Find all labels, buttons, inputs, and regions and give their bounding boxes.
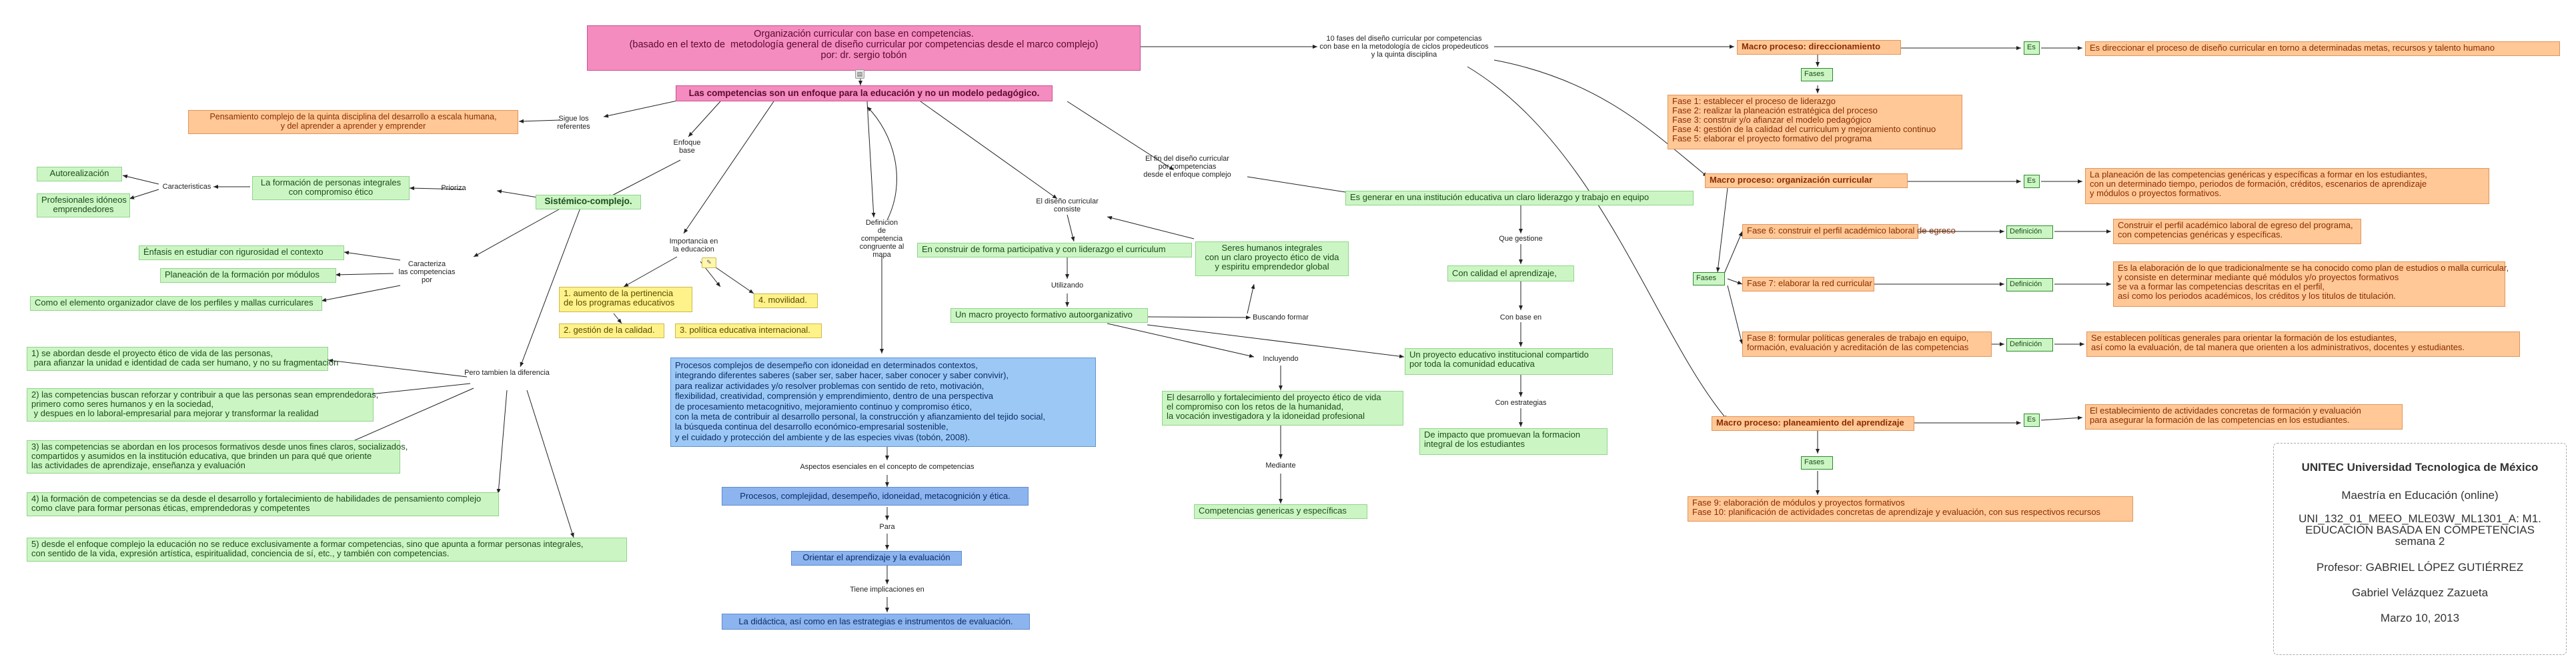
- label-mediante: Mediante: [1265, 462, 1296, 470]
- title-node[interactable]: Organización curricular con base en comp…: [587, 25, 1141, 71]
- es-2-node[interactable]: Es: [2024, 175, 2040, 188]
- fase6-def-node[interactable]: Construir el perfil académico laboral de…: [2113, 219, 2361, 244]
- fases-3-node[interactable]: Fases: [1801, 456, 1833, 470]
- enfasis-node[interactable]: Énfasis en estudiar con rigurosidad el c…: [139, 245, 344, 260]
- generar-node[interactable]: Es generar en una institución educativa …: [1345, 191, 1694, 205]
- label-fases-top: 10 fases del diseño curricular por compe…: [1319, 35, 1489, 59]
- label-prioriza: Prioriza: [441, 184, 466, 192]
- fase8-def-node[interactable]: Se establecen políticas generales para o…: [2086, 332, 2520, 357]
- autorealizacion-node[interactable]: Autorealización: [37, 167, 122, 181]
- importancia-3-node[interactable]: 3. política educativa internacional.: [675, 323, 822, 338]
- proyecto-institucional-node[interactable]: Un proyecto educativo institucional comp…: [1405, 348, 1613, 375]
- importancia-1-node[interactable]: 1. aumento de la pertinencia de los prog…: [559, 287, 692, 312]
- diff5-node[interactable]: 5) desde el enfoque complejo la educació…: [27, 538, 627, 562]
- fases-2-node[interactable]: Fases: [1693, 272, 1725, 285]
- label-para: Para: [879, 523, 895, 531]
- organizador-node[interactable]: Como el elemento organizador clave de lo…: [30, 296, 322, 311]
- es-3-node[interactable]: Es: [2024, 414, 2040, 427]
- construir-node[interactable]: En construir de forma participativa y co…: [917, 243, 1192, 257]
- direccionamiento-def-node[interactable]: Es direccionar el proceso de diseño curr…: [2085, 41, 2560, 56]
- image-icon[interactable]: ✎: [702, 257, 716, 268]
- macro-autoorganizativo-node[interactable]: Un macro proyecto formativo autoorganiza…: [950, 308, 1148, 323]
- sistemico-node[interactable]: Sistémico-complejo.: [536, 195, 641, 209]
- diff2-node[interactable]: 2) las competencias buscan reforzar y co…: [27, 388, 378, 422]
- label-fin: El fin del diseño curricular por compete…: [1143, 155, 1231, 179]
- university-name: UNITEC Universidad Tecnologica de México: [2301, 461, 2539, 474]
- fase7-node[interactable]: Fase 7: elaborar la red curricular: [1742, 277, 1874, 291]
- diff3-node[interactable]: 3) las competencias se abordan en los pr…: [27, 440, 408, 474]
- procesos-complejos-node[interactable]: Procesos complejos de desempeño con idon…: [670, 358, 1096, 447]
- label-con-base: Con base en: [1499, 313, 1542, 321]
- diff1-node[interactable]: 1) se abordan desde el proyecto ético de…: [27, 347, 338, 371]
- label-incluyendo: Incluyendo: [1263, 355, 1299, 363]
- definicion-7-node[interactable]: Definición: [2006, 278, 2053, 291]
- impacto-node[interactable]: De impacto que promuevan la formacion in…: [1419, 428, 1607, 455]
- label-con-estrategias: Con estrategias: [1495, 399, 1547, 407]
- fases-1-node[interactable]: Fases: [1801, 68, 1833, 81]
- definicion-6-node[interactable]: Definición: [2006, 225, 2053, 239]
- course-info-box: UNITEC Universidad Tecnologica de México…: [2273, 443, 2567, 655]
- label-tiene: Tiene implicaciones en: [850, 586, 924, 594]
- seres-node[interactable]: Seres humanos integrales con un claro pr…: [1195, 241, 1349, 276]
- label-sigue: Sigue los referentes: [557, 115, 590, 131]
- fase8-node[interactable]: Fase 8: formular políticas generales de …: [1742, 332, 1992, 357]
- competencias-genericas-node[interactable]: Competencias genericas y específicas: [1194, 504, 1367, 519]
- procesos-idoneidad-node[interactable]: Procesos, complejidad, desempeño, idonei…: [722, 487, 1029, 506]
- label-que-gestione: Que gestione: [1499, 235, 1543, 243]
- importancia-2-node[interactable]: 2. gestión de la calidad.: [559, 323, 664, 338]
- desarrollo-node[interactable]: El desarrollo y fortalecimiento del proy…: [1162, 391, 1403, 426]
- label-aspectos: Aspectos esenciales en el concepto de co…: [800, 463, 975, 471]
- profesionales-node[interactable]: Profesionales idóneos emprendedores: [37, 193, 130, 217]
- label-caracteristicas: Caracteristicas: [162, 183, 211, 191]
- definicion-8-node[interactable]: Definición: [2006, 338, 2053, 352]
- document-icon[interactable]: ▤: [855, 69, 864, 79]
- label-utilizando: Utilizando: [1051, 281, 1084, 289]
- fases-9-10-node[interactable]: Fase 9: elaboración de módulos y proyect…: [1688, 496, 2133, 522]
- diff4-node[interactable]: 4) la formación de competencias se da de…: [27, 492, 499, 516]
- macro-direccionamiento-node[interactable]: Macro proceso: direccionamiento: [1737, 40, 1901, 55]
- organizacion-def-node[interactable]: La planeación de las competencias genéri…: [2085, 168, 2489, 204]
- macro-planeamiento-node[interactable]: Macro proceso: planeamiento del aprendiz…: [1712, 416, 1914, 431]
- planeamiento-def-node[interactable]: El establecimiento de actividades concre…: [2085, 404, 2403, 430]
- macro-organizacion-node[interactable]: Macro proceso: organización curricular: [1705, 173, 1908, 188]
- orientar-node[interactable]: Orientar el aprendizaje y la evaluación: [791, 551, 962, 566]
- fase6-node[interactable]: Fase 6: construir el perfil académico la…: [1742, 224, 1956, 239]
- fases-1-5-node[interactable]: Fase 1: establecer el proceso de lideraz…: [1668, 95, 1962, 149]
- enfoque-node[interactable]: Las competencias son un enfoque para la …: [676, 85, 1053, 101]
- label-definicion-competencia: Definicion de competencia congruente al …: [859, 219, 904, 259]
- course-code: UNI_132_01_MEEO_MLE03W_ML1301_A: M1. EDU…: [2299, 512, 2541, 548]
- formacion-node[interactable]: La formación de personas integrales con …: [252, 176, 410, 200]
- professor-name: Profesor: GABRIEL LÓPEZ GUTIÉRREZ: [2316, 561, 2524, 574]
- es-1-node[interactable]: Es: [2024, 41, 2040, 55]
- didactica-node[interactable]: La didáctica, así como en las estrategia…: [722, 614, 1030, 630]
- label-caracteriza: Caracteriza las competencias por: [398, 260, 456, 284]
- pensamiento-node[interactable]: Pensamiento complejo de la quinta discip…: [188, 110, 518, 134]
- date-text: Marzo 10, 2013: [2380, 612, 2460, 624]
- importancia-4-node[interactable]: 4. movilidad.: [754, 293, 818, 308]
- planeacion-modulos-node[interactable]: Planeación de la formación por módulos: [160, 268, 336, 283]
- label-diseno-consiste: El diseño curricular consiste: [1036, 197, 1099, 213]
- calidad-node[interactable]: Con calidad el aprendizaje,: [1447, 265, 1574, 281]
- fase7-def-node[interactable]: Es la elaboración de lo que tradicionalm…: [2113, 261, 2509, 307]
- student-name: Gabriel Velázquez Zazueta: [2351, 586, 2489, 599]
- label-buscando: Buscando formar: [1253, 313, 1309, 321]
- label-enfoque-base: Enfoque base: [673, 139, 701, 155]
- label-importancia: Importancia en la educacion: [669, 237, 718, 253]
- label-pero: Pero tambien la diferencia: [464, 369, 550, 377]
- program-name: Maestría en Educación (online): [2341, 489, 2499, 502]
